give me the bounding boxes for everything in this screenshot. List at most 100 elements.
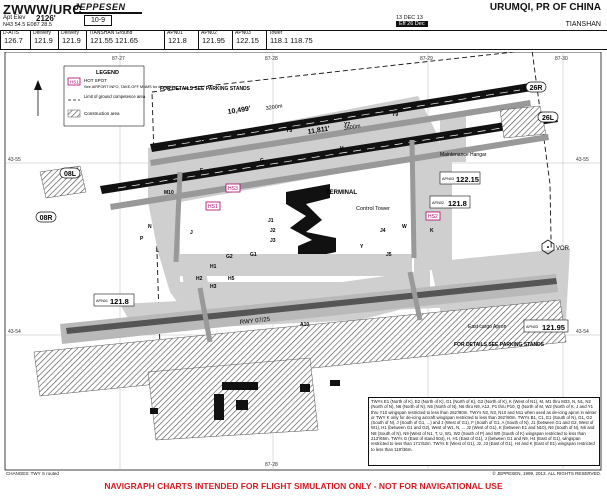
svg-text:87-27: 87-27	[112, 56, 125, 62]
svg-text:43-54: 43-54	[576, 329, 589, 335]
rwy-08r-length-m: 3600m	[343, 123, 361, 132]
construction-area-sw	[147, 357, 319, 441]
svg-text:Y1: Y1	[200, 138, 206, 144]
svg-text:HS2: HS2	[428, 214, 438, 220]
svg-text:G: G	[260, 158, 264, 164]
svg-text:F: F	[200, 168, 203, 174]
svg-text:APN03: APN03	[442, 177, 454, 181]
frequency-value: 122.15	[236, 36, 259, 45]
frequency-label: APN03	[235, 30, 251, 36]
svg-text:G1: G1	[250, 252, 257, 258]
svg-text:APN03: APN03	[526, 325, 538, 329]
frequency-value: 121.9	[34, 36, 53, 45]
runway-07-25	[66, 278, 557, 334]
svg-text:87-28: 87-28	[265, 56, 278, 62]
svg-text:J1: J1	[268, 218, 274, 224]
legend-construction-icon	[67, 109, 81, 118]
east-cargo-apron-label: East cargo Apron	[468, 324, 507, 330]
svg-text:Y: Y	[360, 244, 364, 250]
svg-text:Y9: Y9	[392, 112, 398, 118]
terminal-area	[180, 160, 414, 282]
svg-text:122.15: 122.15	[456, 175, 479, 184]
svg-text:HS1: HS1	[70, 80, 79, 85]
svg-text:H1: H1	[210, 264, 217, 270]
svg-text:121.95: 121.95	[542, 323, 565, 332]
rwy-08l-label: 08L	[59, 167, 81, 179]
svg-text:08L: 08L	[64, 171, 77, 178]
frequency-label: TIANSHAN Ground	[89, 30, 133, 36]
svg-text:N: N	[148, 224, 152, 230]
issue-date: 13 DEC 13	[396, 15, 423, 21]
south-apron-buildings	[150, 380, 340, 420]
svg-text:See AIRPORT INFO, TAKE-OFF MNM: See AIRPORT INFO, TAKE-OFF MNMS for desc…	[84, 85, 177, 89]
hot-spots: HS1 HS2 HS3	[205, 183, 441, 221]
frequency-label: D-ATIS	[3, 30, 20, 36]
svg-text:A10: A10	[300, 322, 309, 328]
frequency-label: APN01	[167, 30, 183, 36]
apron-frequency-boxes: APN03 122.15 APN02 121.8 APN01 121.8 APN…	[93, 171, 569, 333]
svg-text:J5: J5	[386, 252, 392, 258]
svg-text:H5: H5	[228, 276, 235, 282]
airport-name: TIANSHAN	[565, 21, 601, 28]
parallel-taxiway	[150, 100, 531, 166]
copyright: © JEPPESEN, 1999, 2013. ALL RIGHTS RESER…	[492, 471, 601, 476]
svg-text:H2: H2	[196, 276, 203, 282]
svg-text:HS3: HS3	[228, 186, 238, 192]
parking-stands-note-tl: FOR DETAILS SEE PARKING STANDS	[160, 86, 251, 92]
svg-text:Construction area: Construction area	[84, 111, 120, 116]
south-apron	[180, 254, 412, 276]
rwy-08r-length: 11,811'	[307, 126, 330, 136]
legend-hotspot-icon	[67, 77, 81, 86]
svg-text:M10: M10	[164, 190, 174, 196]
frequency-value: 121.55 121.65	[90, 36, 138, 45]
svg-text:H: H	[340, 146, 344, 152]
airport-coordinates: N43 54.5 E087 28.5	[3, 22, 52, 28]
svg-text:LEGEND: LEGEND	[96, 70, 119, 76]
chart-number: 10-9	[84, 15, 112, 26]
vor-symbol: VOR	[541, 239, 570, 255]
area-labels: TERMINAL Control Tower Maintenance Hanga…	[160, 86, 545, 348]
svg-text:87-30: 87-30	[555, 56, 568, 62]
svg-text:J3: J3	[270, 238, 276, 244]
svg-text:W: W	[402, 224, 407, 230]
apt-elev-label: Apt Elev	[3, 15, 26, 21]
rwy-08l-length-m: 3200m	[265, 103, 283, 112]
svg-text:121.8: 121.8	[448, 199, 467, 208]
publisher-logo: JEPPESEN	[74, 2, 126, 12]
frequency-value: 126.7	[4, 36, 23, 45]
parking-stands-note-br: FOR DETAILS SEE PARKING STANDS	[454, 342, 545, 348]
rwy-08r-label: 08R	[35, 211, 57, 223]
frequency-label: Delivery	[61, 30, 80, 36]
svg-text:87-29: 87-29	[420, 56, 433, 62]
chart-header: ZWWW/URC Apt Elev 2126' N43 54.5 E087 28…	[0, 0, 607, 52]
svg-text:26R: 26R	[530, 85, 543, 92]
north-arrow-icon	[34, 80, 42, 116]
taxiway-restriction-notes: TWYs E1 (North of K), E2 (North of K), G…	[368, 397, 600, 466]
svg-text:J2: J2	[270, 228, 276, 234]
construction-area-ne	[499, 105, 547, 139]
svg-text:121.8: 121.8	[110, 297, 129, 306]
frequency-value: 121.95	[202, 36, 225, 45]
city-name: URUMQI, PR OF CHINA	[489, 2, 601, 13]
frequency-label: APN02	[201, 30, 217, 36]
svg-text:APN02: APN02	[432, 201, 444, 205]
svg-text:HOT SPOT: HOT SPOT	[84, 78, 107, 83]
publisher-logo-bar	[74, 12, 142, 14]
svg-text:P: P	[140, 236, 144, 242]
svg-text:G2: G2	[226, 254, 233, 260]
terminal-label: TERMINAL	[326, 190, 357, 196]
runway-08r-26l	[100, 114, 558, 194]
rwy-08l-length: 10,499'	[227, 105, 251, 116]
frequency-strip	[0, 30, 607, 50]
svg-text:J4: J4	[380, 228, 386, 234]
svg-text:Y5: Y5	[286, 128, 292, 134]
taxiway-labels: F G H J J1 J2 J3 G1 G2 H1 H2 H3 H5 M10 Y…	[140, 112, 434, 328]
svg-text:43-55: 43-55	[576, 157, 589, 163]
